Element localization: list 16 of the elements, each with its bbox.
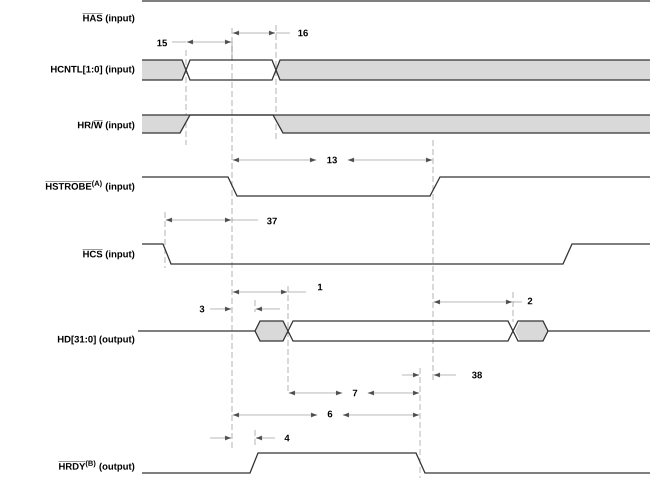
timing-number: 2 [526,296,534,306]
signal-label: HCS (input) [82,249,134,260]
timing-number: 7 [350,388,360,398]
timing-number: 3 [198,304,206,314]
signal-label: HCNTL[1:0] (input) [51,66,134,74]
timing-number: 4 [282,433,292,443]
signal-label: HR/W (input) [78,120,134,130]
timing-number: 16 [296,28,310,38]
signal-label: HAS (input) [82,13,134,24]
signal-label: HD[31:0] (output) [58,336,134,344]
timing-number: 13 [325,155,339,165]
timing-number: 15 [155,38,169,48]
timing-number: 38 [470,370,484,380]
timing-number: 1 [316,282,324,292]
timing-number: 37 [265,216,279,226]
timing-number: 6 [326,409,334,419]
